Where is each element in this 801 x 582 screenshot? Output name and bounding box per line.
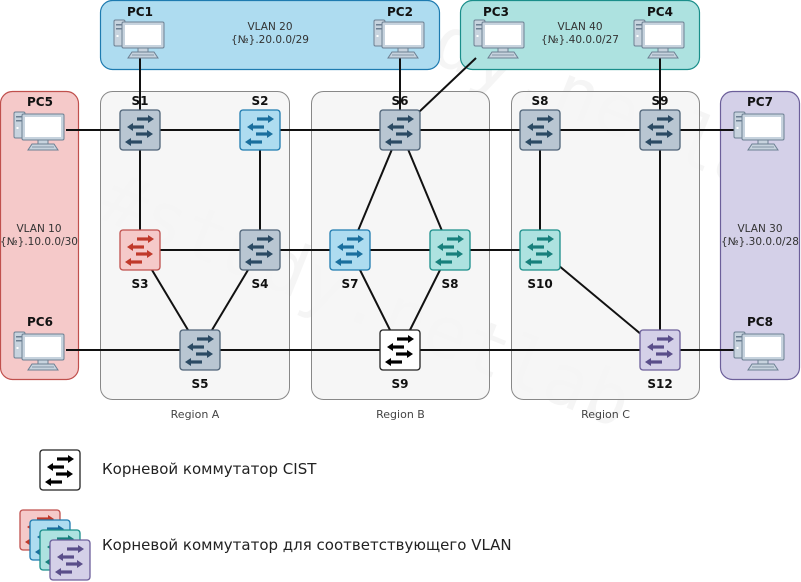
- pc-label: PC4: [647, 5, 673, 19]
- pc-pc2[interactable]: PC2: [373, 5, 425, 59]
- legend-switch-vlan30-icon: [49, 539, 91, 581]
- switch-b-s7[interactable]: S7: [329, 229, 371, 291]
- vlan-area-vlan20: VLAN 20{№}.20.0.0/29: [99, 0, 441, 71]
- switch-a-s4[interactable]: S4: [239, 229, 281, 291]
- pc-label: PC1: [127, 5, 153, 19]
- switch-icon: [239, 229, 281, 271]
- switch-label: S12: [647, 377, 672, 391]
- vlan-subnet: {№}.40.0.0/27: [541, 34, 619, 46]
- switch-icon: [519, 109, 561, 151]
- region-box: [100, 91, 290, 400]
- switch-icon: [239, 109, 281, 151]
- pc-label: PC8: [747, 315, 773, 329]
- switch-icon: [639, 109, 681, 151]
- switch-a-s5[interactable]: S5: [179, 329, 221, 391]
- vlan-area-box: [719, 90, 801, 381]
- vlan-subnet: {№}.20.0.0/29: [231, 34, 309, 46]
- switch-icon: [179, 329, 221, 371]
- region-a: Region A: [100, 91, 290, 421]
- region-label: Region B: [376, 408, 425, 421]
- switch-icon: [429, 229, 471, 271]
- switch-label: S1: [132, 94, 149, 108]
- region-c: Region C: [511, 91, 700, 421]
- vlan-area-box: [99, 0, 441, 71]
- switch-c-s9[interactable]: S9: [639, 94, 681, 151]
- pc-pc1[interactable]: PC1: [113, 5, 165, 59]
- pc-label: PC7: [747, 95, 773, 109]
- pc-pc3[interactable]: PC3: [473, 5, 525, 59]
- pc-pc8[interactable]: PC8: [733, 315, 785, 371]
- region-label: Region C: [581, 408, 630, 421]
- vlan-area-box: [459, 0, 701, 71]
- pc-label: PC3: [483, 5, 509, 19]
- vlan-subnet: {№}.30.0.0/28: [721, 236, 799, 248]
- pc-label: PC5: [27, 95, 53, 109]
- switch-a-s3[interactable]: S3: [119, 229, 161, 291]
- switch-label: S5: [192, 377, 209, 391]
- legend-cist-switch-icon: [39, 449, 81, 491]
- pc-pc6[interactable]: PC6: [13, 315, 65, 371]
- switch-b-s8[interactable]: S8: [429, 229, 471, 291]
- legend-vlan-root-switch-stack-icon: [19, 509, 91, 581]
- switch-icon: [329, 229, 371, 271]
- vlan-area-box: [0, 90, 80, 381]
- switch-label: S6: [392, 94, 409, 108]
- vlan-area-vlan40: VLAN 40{№}.40.0.0/27: [459, 0, 701, 71]
- pc-label: PC6: [27, 315, 53, 329]
- switch-label: S10: [527, 277, 552, 291]
- switch-icon: [519, 229, 561, 271]
- switch-c-s10[interactable]: S10: [519, 229, 561, 291]
- vlan-subnet: {№}.10.0.0/30: [0, 236, 78, 248]
- switch-label: S9: [652, 94, 669, 108]
- switch-b-s9[interactable]: S9: [379, 329, 421, 391]
- switch-label: S8: [532, 94, 549, 108]
- switch-icon: [379, 109, 421, 151]
- switch-a-s2[interactable]: S2: [239, 94, 281, 151]
- switch-icon: [379, 329, 421, 371]
- switch-label: S2: [252, 94, 269, 108]
- switch-label: S3: [132, 277, 149, 291]
- pc-pc7[interactable]: PC7: [733, 95, 785, 151]
- region-box: [511, 91, 700, 400]
- switch-a-s1[interactable]: S1: [119, 94, 161, 151]
- vlan-area-vlan10: VLAN 10{№}.10.0.0/30: [0, 90, 80, 381]
- region-label: Region A: [171, 408, 220, 421]
- switch-c-s8[interactable]: S8: [519, 94, 561, 151]
- switch-icon: [119, 229, 161, 271]
- switch-c-s12[interactable]: S12: [639, 329, 681, 391]
- switch-b-s6[interactable]: S6: [379, 94, 421, 151]
- switch-label: S4: [252, 277, 269, 291]
- vlan-name: VLAN 20: [247, 21, 292, 33]
- switch-label: S7: [342, 277, 359, 291]
- legend-vlan-root-label: Корневой коммутатор для соответствующего…: [102, 536, 512, 554]
- vlan-name: VLAN 10: [16, 223, 61, 235]
- vlan-name: VLAN 40: [557, 21, 602, 33]
- legend-cist-label: Корневой коммутатор CIST: [102, 460, 317, 478]
- switch-icon: [639, 329, 681, 371]
- switch-label: S9: [392, 377, 409, 391]
- vlan-name: VLAN 30: [737, 223, 782, 235]
- switch-label: S8: [442, 277, 459, 291]
- pc-pc4[interactable]: PC4: [633, 5, 685, 59]
- vlan-area-vlan30: VLAN 30{№}.30.0.0/28: [719, 90, 801, 381]
- pc-label: PC2: [387, 5, 413, 19]
- pc-pc5[interactable]: PC5: [13, 95, 65, 151]
- switch-icon: [119, 109, 161, 151]
